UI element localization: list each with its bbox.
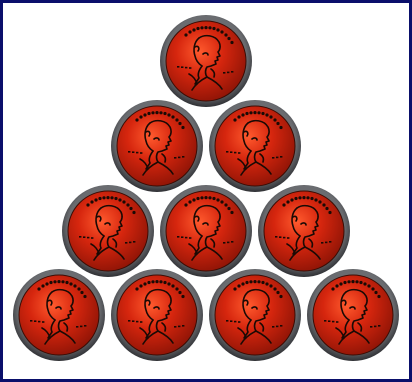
penny-icon	[159, 14, 253, 108]
penny-icon	[61, 184, 155, 278]
penny-icon	[110, 268, 204, 362]
penny-icon	[208, 268, 302, 362]
penny-icon	[110, 99, 204, 193]
penny-icon	[12, 268, 106, 362]
penny-icon	[208, 99, 302, 193]
penny-icon	[306, 268, 400, 362]
penny-icon	[257, 184, 351, 278]
penny-icon	[159, 184, 253, 278]
